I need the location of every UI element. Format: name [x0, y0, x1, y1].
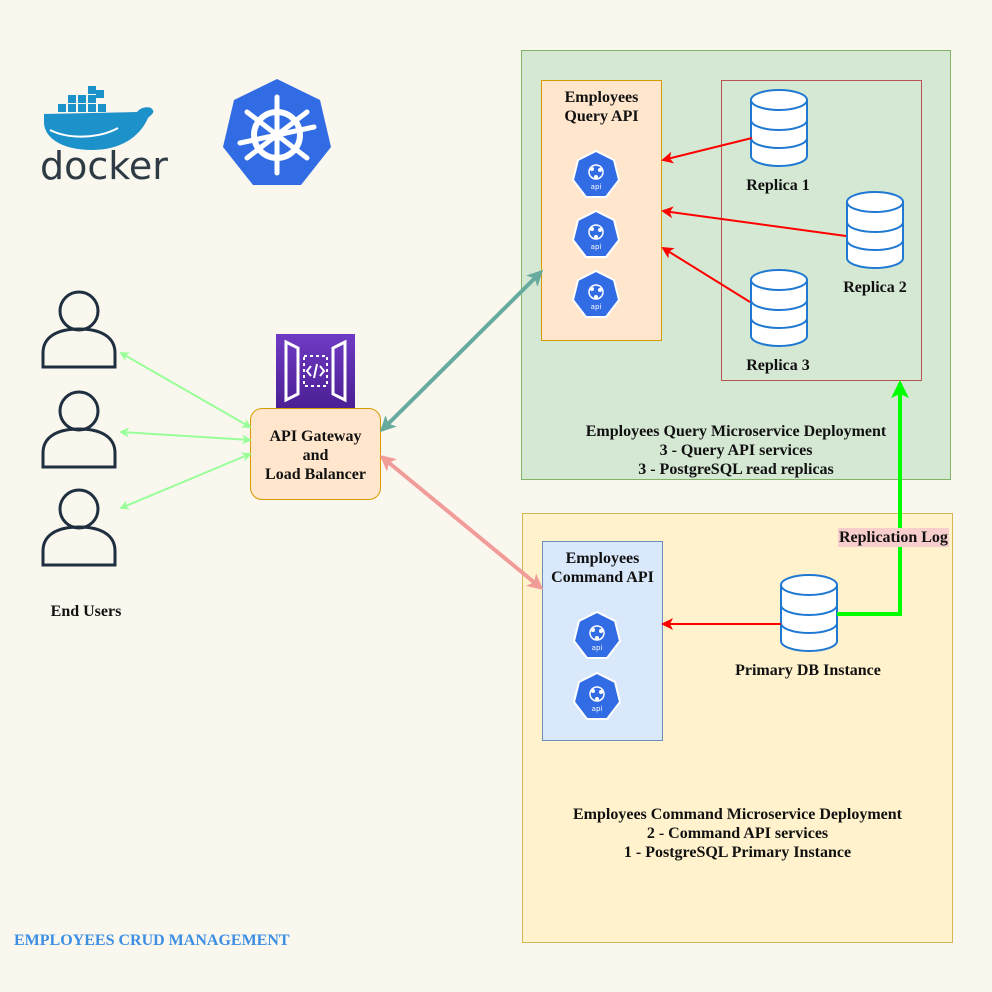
command-api-label-line: Command API — [551, 569, 654, 586]
database-icon — [750, 89, 808, 167]
query-deployment-line: Employees Query Microservice Deployment — [585, 423, 887, 440]
query-deployment-line: 3 - Query API services — [659, 442, 813, 459]
query-deployment-label: Employees Query Microservice Deployment … — [521, 422, 951, 479]
k8s-api-pod-icon — [573, 672, 621, 720]
command-deployment-label: Employees Command Microservice Deploymen… — [522, 805, 953, 862]
user-arrow — [119, 452, 252, 510]
query-api-label: Employees Query API — [541, 88, 662, 126]
gateway-command-link — [379, 455, 544, 590]
user-icon — [41, 390, 117, 469]
database-icon — [750, 269, 808, 347]
query-api-box[interactable] — [541, 80, 662, 341]
replica-read-arrow — [661, 246, 751, 303]
diagram-title: EMPLOYEES CRUD MANAGEMENT — [14, 932, 290, 949]
query-api-label-line: Employees — [564, 89, 639, 106]
replica-2-label: Replica 2 — [843, 279, 907, 296]
replication-log-arrow — [837, 380, 909, 616]
k8s-api-pod-icon — [573, 611, 621, 659]
user-icon — [41, 290, 117, 369]
gateway-label-line: and — [302, 447, 329, 464]
database-icon — [846, 191, 904, 269]
command-deployment-line: 2 - Command API services — [646, 825, 829, 842]
k8s-api-pod-icon — [572, 150, 620, 198]
query-deployment-line: 3 - PostgreSQL read replicas — [638, 461, 834, 478]
user-arrow — [119, 427, 252, 445]
command-deployment-line: 1 - PostgreSQL Primary Instance — [623, 844, 852, 861]
replica-3-label: Replica 3 — [746, 357, 810, 374]
gateway-label-line: API Gateway — [269, 428, 362, 445]
kubernetes-logo-icon — [223, 79, 331, 185]
k8s-api-pod-icon — [572, 210, 620, 258]
database-icon — [780, 574, 838, 652]
replica-read-arrow — [661, 137, 753, 164]
primary-db-label: Primary DB Instance — [735, 662, 881, 679]
end-users-label: End Users — [50, 603, 122, 620]
docker-wordmark: docker — [40, 144, 168, 188]
api-gateway-label: API Gateway and Load Balancer — [250, 427, 381, 484]
command-deployment-line: Employees Command Microservice Deploymen… — [573, 806, 902, 823]
replication-log-label: Replication Log — [838, 528, 949, 547]
user-arrow — [119, 352, 252, 428]
replica-group-box — [721, 80, 922, 381]
gateway-query-link — [379, 269, 544, 433]
query-api-label-line: Query API — [564, 108, 639, 125]
api-gateway-node[interactable] — [250, 408, 381, 500]
gateway-label-line: Load Balancer — [265, 466, 366, 483]
user-icon — [41, 488, 117, 567]
replica-read-arrow — [661, 206, 847, 237]
replica-1-label: Replica 1 — [746, 177, 810, 194]
k8s-api-pod-icon — [572, 270, 620, 318]
api-gateway-icon — [276, 334, 355, 408]
command-api-label-line: Employees — [565, 550, 640, 567]
command-api-label: Employees Command API — [542, 549, 663, 587]
docker-logo-icon: docker — [40, 86, 168, 188]
